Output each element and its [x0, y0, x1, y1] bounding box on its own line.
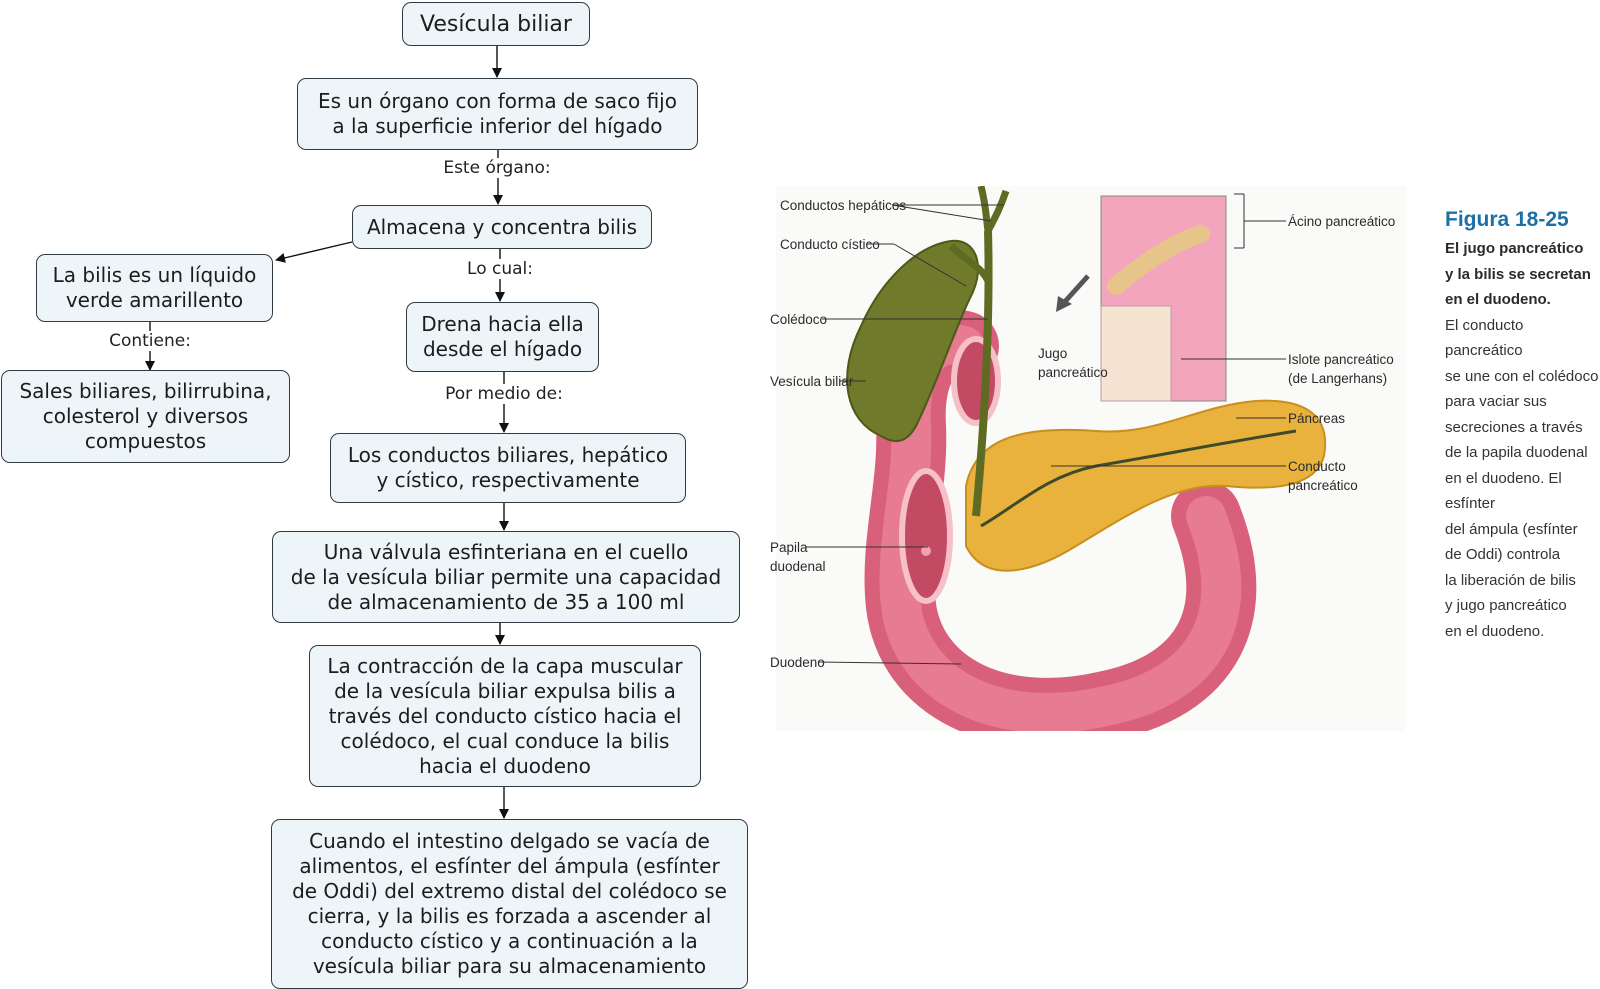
pancreas-shape [965, 399, 1327, 572]
figure-caption: Figura 18-25 El jugo pancreático y la bi… [1445, 208, 1600, 644]
node-valvula: Una válvula esfinteriana en el cuello de… [272, 531, 740, 623]
label-conducto-cistico: Conducto cístico [780, 237, 880, 252]
node-contraccion: La contracción de la capa muscular de la… [309, 645, 701, 787]
duodenum-opening-upper [951, 336, 1001, 426]
caption-title: Figura 18-25 [1445, 208, 1569, 231]
label-vesicula-biliar: Vesícula biliar [770, 374, 854, 389]
node-drena: Drena hacia ella desde el hígado [406, 302, 599, 372]
label-coledoco: Colédoco [770, 312, 828, 327]
caption-body: El conducto pancreático se une con el co… [1445, 316, 1599, 640]
label-conducto-pancreatico: Conducto pancreático [1288, 459, 1358, 493]
anatomy-illustration: Conductos hepáticos Conducto cístico Col… [770, 185, 1406, 748]
node-almacena: Almacena y concentra bilis [352, 205, 652, 249]
label-pancreas: Páncreas [1288, 411, 1346, 426]
node-bilis-liquido: La bilis es un líquido verde amarillento [36, 254, 273, 322]
edge-label-este-organo: Este órgano: [441, 158, 553, 178]
common-bile-duct [972, 230, 993, 517]
anatomy-drawing [806, 185, 1327, 748]
label-duodeno: Duodeno [770, 655, 825, 670]
gallbladder-shape [846, 239, 980, 443]
label-papila: Papila duodenal [770, 540, 826, 574]
node-intestino: Cuando el intestino delgado se vacía de … [271, 819, 748, 989]
papilla-dot [921, 546, 931, 556]
node-vesicula-biliar: Vesícula biliar [402, 2, 590, 46]
edge-label-contiene: Contiene: [107, 331, 193, 351]
edge-label-por-medio: Por medio de: [443, 384, 565, 404]
label-acino: Ácino pancreático [1288, 214, 1396, 229]
duodenum-opening-lower [899, 468, 953, 604]
node-sales: Sales biliares, bilirrubina, colesterol … [1, 370, 290, 463]
node-organo: Es un órgano con forma de saco fijo a la… [297, 78, 698, 150]
label-islote: Islote pancreático (de Langerhans) [1288, 352, 1394, 386]
label-jugo: Jugo pancreático [1038, 346, 1108, 380]
label-conductos-hepaticos: Conductos hepáticos [780, 198, 907, 213]
pancreatic-duct [980, 429, 1297, 528]
edge-label-lo-cual: Lo cual: [465, 259, 535, 279]
caption-bold: El jugo pancreático y la bilis se secret… [1445, 240, 1591, 308]
node-conductos: Los conductos biliares, hepático y císti… [330, 433, 686, 503]
edge-almacena-bilis [275, 241, 353, 263]
hepatic-ducts [977, 185, 1010, 233]
